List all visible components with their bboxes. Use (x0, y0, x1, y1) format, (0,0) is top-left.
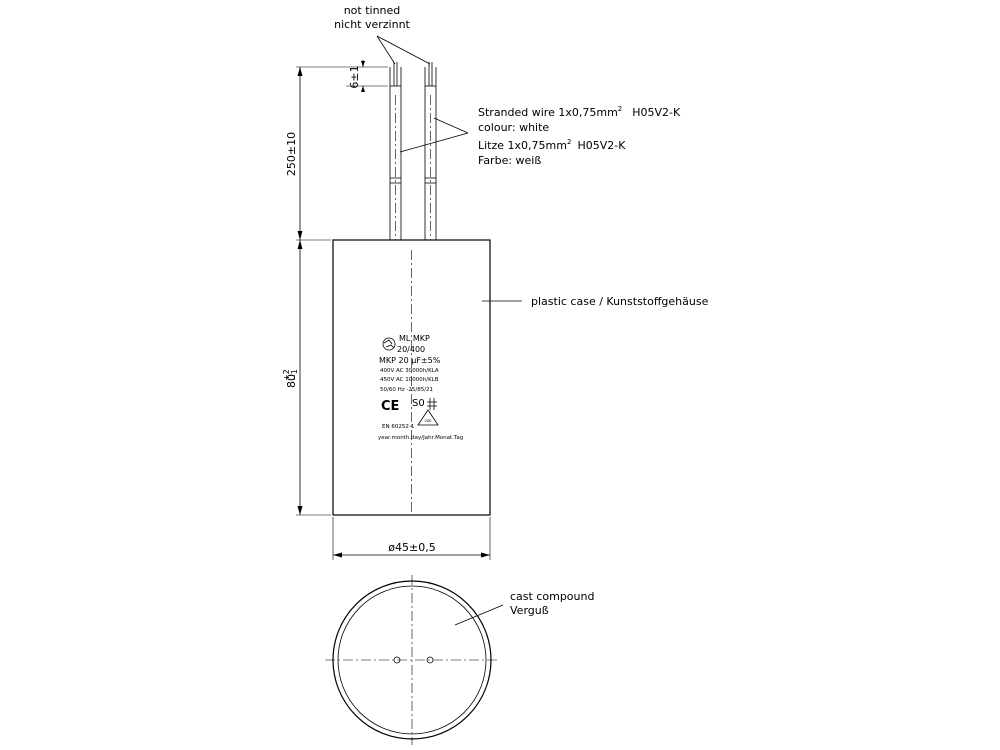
so-mark-text: S0 (412, 398, 425, 409)
label-450v-line: 450V AC 10000h/KLB (380, 377, 439, 383)
colour-label-en: colour: white (478, 121, 549, 134)
stranded-wire-leaders (399, 117, 469, 153)
label-brand-line: ML MKP (399, 334, 430, 343)
label-standard: EN 60252-1 (382, 424, 414, 430)
lead-wires (389, 62, 437, 240)
capacitor-body (332, 239, 491, 516)
strip-length-dimension: 6±1 (348, 60, 365, 92)
left-wire (389, 62, 402, 240)
case-length-dimension: 80 +2 −1 (282, 240, 303, 515)
so-hash-icon: S0 (412, 398, 437, 410)
diameter-dimension: ø45±0,5 (332, 517, 491, 560)
plastic-case-label: plastic case / Kunststoffgehäuse (531, 295, 709, 308)
vde-mark-text: VDE (424, 419, 431, 423)
product-label: ML MKP 20/400 MKP 20 µF±5% 400V AC 30000… (378, 334, 463, 441)
strip-length-value: 6±1 (348, 65, 361, 88)
colour-label-de: Farbe: weiß (478, 154, 541, 167)
cast-compound-leader (454, 604, 504, 626)
not-tinned-leaders (376, 35, 431, 65)
label-date-code: year.month.day/Jahr.Monat.Tag (378, 435, 463, 441)
case-length-tol-upper: +2 (282, 369, 291, 381)
ce-mark-icon: CE (381, 399, 399, 414)
case-length-tol-lower: −1 (290, 369, 299, 381)
cast-compound-label-en: cast compound (510, 590, 594, 603)
ce-mark-text: CE (381, 399, 399, 414)
vde-triangle-icon: VDE (417, 409, 439, 426)
extension-lines (296, 66, 388, 516)
plastic-case-outline (332, 239, 491, 516)
bottom-view (325, 575, 500, 745)
wire-exit-right (426, 656, 434, 664)
case-length-value: 80 (285, 374, 298, 388)
label-400v-line: 400V AC 30000h/KLA (380, 368, 439, 374)
label-climatic-line: 50/60 Hz -25/85/21 (380, 387, 433, 393)
wire-length-value: 250±10 (285, 132, 298, 176)
wire-length-dimension: 250±10 (285, 67, 303, 240)
not-tinned-label-en: not tinned (344, 4, 401, 17)
label-rating-line: 20/400 (397, 345, 425, 354)
cast-compound-label-de: Verguß (510, 604, 549, 617)
label-type-line: MKP 20 µF±5% (379, 356, 441, 365)
right-wire (424, 62, 437, 240)
wire-exit-left (393, 656, 401, 664)
not-tinned-label-de: nicht verzinnt (334, 18, 410, 31)
diameter-value: ø45±0,5 (388, 541, 435, 554)
brand-logo-icon (382, 337, 396, 351)
